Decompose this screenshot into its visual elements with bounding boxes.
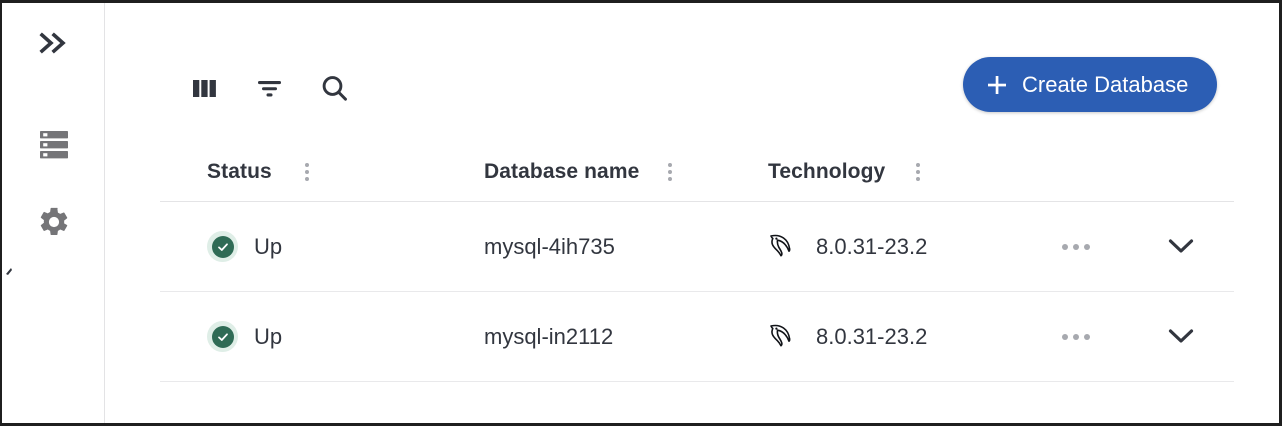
cell-expand (1128, 319, 1234, 355)
chevron-down-icon[interactable] (1163, 229, 1199, 265)
kebab-menu-icon[interactable] (905, 159, 931, 185)
status-badge: Up (254, 323, 283, 349)
database-name-text: mysql-in2112 (484, 323, 614, 349)
kebab-menu-icon[interactable] (657, 159, 683, 185)
column-header-database-name-label: Database name (484, 160, 640, 183)
expand-nav-button[interactable] (2, 25, 105, 65)
table-row[interactable]: Up mysql-in2112 8.0.31-23.2 (160, 292, 1234, 382)
sidebar-item-databases[interactable] (2, 125, 105, 169)
column-header-database-name: Database name (458, 159, 753, 185)
cursor-artifact (6, 263, 15, 275)
main-content: Create Database Status Database name Tec… (106, 3, 1279, 423)
databases-table: Status Database name Technology (160, 143, 1234, 382)
create-database-label: Create Database (1022, 71, 1189, 97)
cell-actions (1023, 328, 1128, 346)
cell-status: Up (160, 231, 458, 262)
gear-icon (37, 205, 71, 244)
mysql-dolphin-icon (766, 228, 799, 266)
search-icon[interactable] (311, 65, 357, 111)
technology-version-text: 8.0.31-23.2 (816, 323, 928, 349)
cell-status: Up (160, 321, 458, 352)
sidebar-item-settings[interactable] (2, 201, 105, 247)
check-circle-icon (207, 231, 238, 262)
more-horizontal-icon[interactable] (1056, 328, 1096, 346)
database-name-text: mysql-4ih735 (484, 233, 615, 259)
cell-actions (1023, 238, 1128, 256)
technology-version-text: 8.0.31-23.2 (816, 233, 928, 259)
column-header-status: Status (160, 159, 458, 185)
table-toolbar: Create Database (106, 3, 1279, 141)
left-nav-rail (2, 3, 105, 423)
cell-technology: 8.0.31-23.2 (753, 228, 1023, 266)
mysql-dolphin-icon (766, 318, 799, 356)
status-badge: Up (254, 233, 283, 259)
database-stack-icon (38, 130, 70, 165)
column-header-technology: Technology (753, 159, 1023, 185)
cell-database-name: mysql-in2112 (458, 324, 753, 350)
cell-database-name: mysql-4ih735 (458, 234, 753, 260)
column-header-status-label: Status (207, 160, 272, 183)
chevron-down-icon[interactable] (1163, 319, 1199, 355)
columns-icon[interactable] (181, 65, 227, 111)
table-row[interactable]: Up mysql-4ih735 8.0.31-23.2 (160, 202, 1234, 292)
create-database-button[interactable]: Create Database (963, 57, 1218, 112)
cell-technology: 8.0.31-23.2 (753, 318, 1023, 356)
check-circle-icon (207, 321, 238, 352)
kebab-menu-icon[interactable] (294, 159, 320, 185)
double-chevron-right-icon (37, 30, 71, 61)
table-header-row: Status Database name Technology (160, 143, 1234, 202)
cell-expand (1128, 229, 1234, 265)
more-horizontal-icon[interactable] (1056, 238, 1096, 256)
column-header-technology-label: Technology (768, 160, 886, 183)
filter-icon[interactable] (246, 65, 292, 111)
plus-icon (985, 73, 1009, 97)
